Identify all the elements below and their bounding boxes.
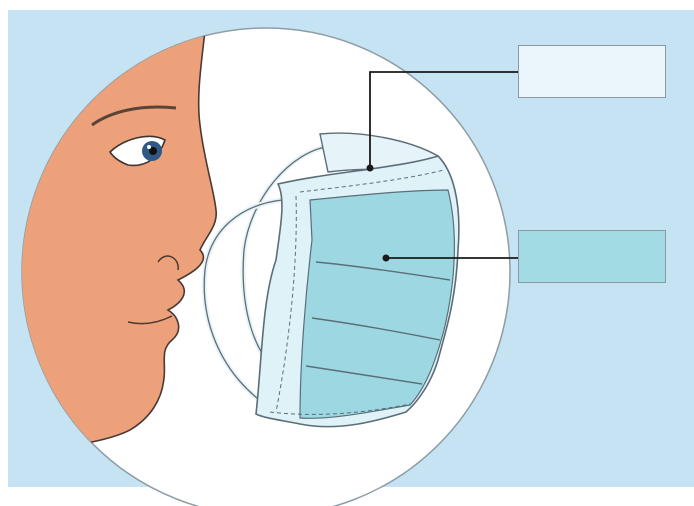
label-box-outer-layer [518, 45, 666, 98]
leader-dot-top [367, 165, 374, 172]
leader-dot-bottom [383, 255, 390, 262]
label-box-inner-layer [518, 230, 666, 283]
eye-highlight [147, 145, 151, 149]
